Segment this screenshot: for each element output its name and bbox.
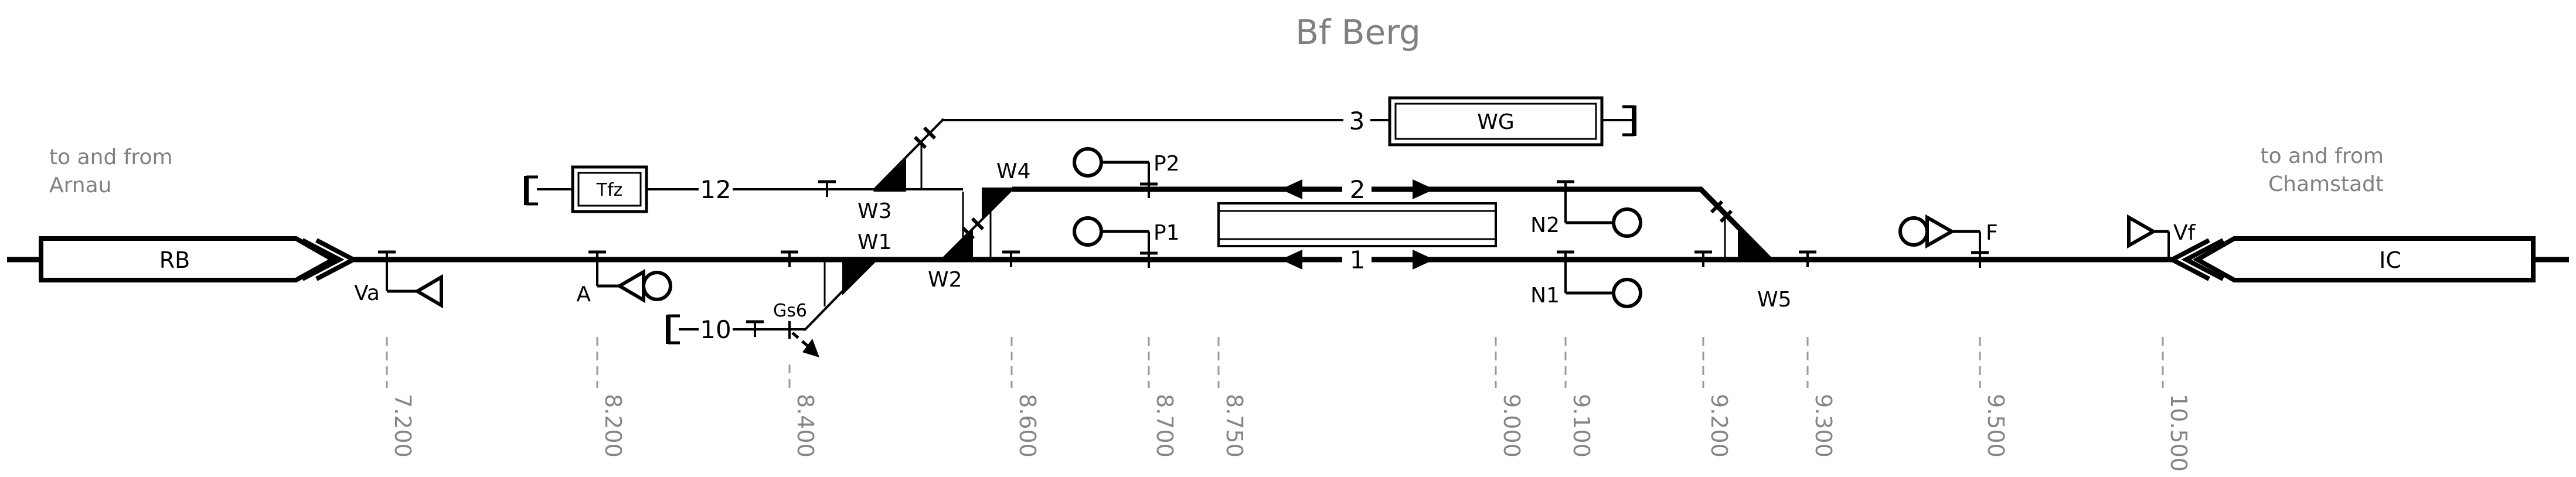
- train-label-ic: IC: [2379, 247, 2401, 273]
- switch-label-w4: W4: [996, 159, 1031, 183]
- km-label-8200: 8.200: [600, 394, 626, 458]
- km-label-9300: 9.300: [1811, 394, 1836, 458]
- signal-f: F: [1898, 214, 1998, 268]
- signal-vf: Vf: [2127, 214, 2196, 261]
- track-number-12: 12: [700, 175, 731, 204]
- signal-p2-label: P2: [1153, 152, 1180, 176]
- direction-left-line2: Arnau: [49, 173, 112, 197]
- km-label-8600: 8.600: [1015, 394, 1040, 458]
- signal-f-label: F: [1986, 221, 1998, 245]
- train-box-ic: IC: [2167, 236, 2536, 282]
- switch-label-w1: W1: [857, 230, 892, 254]
- km-label-9500: 9.500: [1983, 394, 2009, 458]
- derailer-gs6-label: Gs6: [773, 301, 807, 321]
- km-label-8700: 8.700: [1152, 394, 1178, 458]
- km-label-8750: 8.750: [1221, 394, 1247, 458]
- km-marker-labels: 7.200 8.200 8.400 8.600 8.700 8.750 9.00…: [390, 394, 2192, 472]
- track-number-10: 10: [700, 315, 731, 344]
- loco-shed-box: Tfz: [571, 165, 648, 213]
- page-title: Bf Berg: [1295, 12, 1421, 52]
- km-label-9100: 9.100: [1568, 394, 1594, 458]
- direction-right-line1: to and from: [2260, 144, 2384, 168]
- km-label-7200: 7.200: [390, 394, 416, 458]
- switch-w3-diagonal: [872, 118, 945, 192]
- direction-left: to and from Arnau: [49, 145, 173, 197]
- train-box-rb: RB: [39, 236, 359, 282]
- signal-va-label: Va: [354, 281, 380, 305]
- track-number-2: 2: [1350, 175, 1366, 204]
- switch-w5-area: [1710, 200, 1772, 260]
- track-ticks: [746, 180, 1816, 337]
- platform: [1217, 202, 1497, 247]
- loco-shed-label: Tfz: [596, 180, 623, 200]
- km-label-9200: 9.200: [1706, 394, 1732, 458]
- buffer-stop-track12: [524, 175, 538, 206]
- signal-va: Va: [354, 250, 443, 309]
- signal-p1-label: P1: [1153, 221, 1180, 245]
- km-label-9000: 9.000: [1499, 394, 1524, 458]
- buffer-stop-track10: [666, 314, 680, 345]
- track-number-3: 3: [1349, 107, 1365, 135]
- signal-n1-label: N1: [1530, 284, 1560, 308]
- signal-a-label: A: [576, 282, 591, 306]
- goods-shed-label: WG: [1477, 110, 1515, 134]
- buffer-stop-track3: [1622, 105, 1636, 137]
- direction-left-line1: to and from: [49, 145, 173, 169]
- train-label-rb: RB: [159, 247, 190, 273]
- signal-vf-label: Vf: [2173, 221, 2196, 245]
- signal-a: A: [576, 250, 672, 306]
- switch-w1-area: [823, 261, 876, 306]
- switch-label-w3: W3: [857, 199, 892, 223]
- signal-n2-label: N2: [1530, 213, 1560, 237]
- switch-w2-w4-crossover: [940, 187, 1015, 262]
- direction-right-line2: Chamstadt: [2268, 172, 2384, 196]
- track-number-1: 1: [1350, 246, 1366, 274]
- km-marker-lines: [386, 337, 2164, 388]
- signal-p1: P1: [1073, 216, 1180, 268]
- km-label-10500: 10.500: [2166, 394, 2192, 472]
- goods-shed-box: WG: [1388, 96, 1604, 146]
- switch-label-w5: W5: [1757, 288, 1792, 312]
- km-label-8400: 8.400: [792, 394, 818, 458]
- direction-right: to and from Chamstadt: [2260, 144, 2384, 196]
- switch-label-w2: W2: [928, 268, 962, 292]
- signal-n1: N1: [1530, 250, 1642, 308]
- derailer-gs6: Gs6: [773, 301, 819, 357]
- track-direction-arrows: [1281, 179, 1434, 270]
- signal-p2: P2: [1073, 147, 1180, 198]
- signal-n2: N2: [1530, 180, 1642, 238]
